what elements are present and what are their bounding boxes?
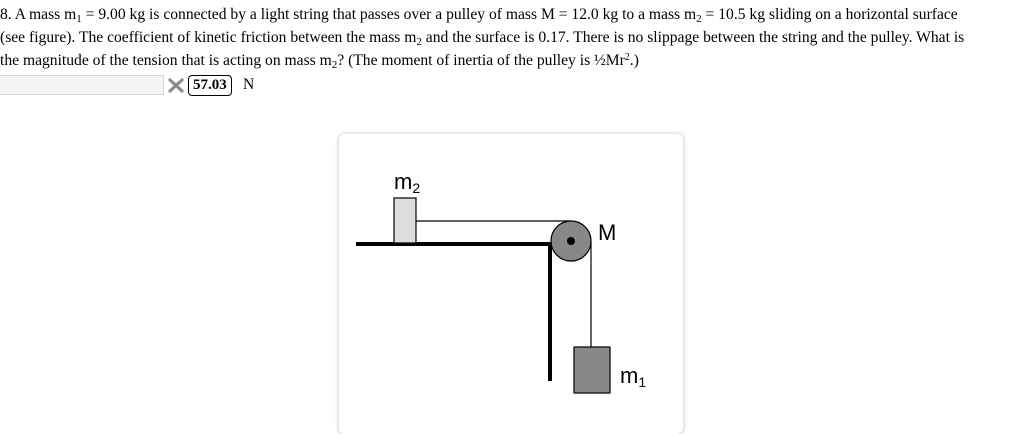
label-M: M bbox=[598, 220, 616, 245]
question-line-1: 8. A mass m1 = 9.00 kg is connected by a… bbox=[0, 6, 958, 25]
x-mark-icon bbox=[168, 76, 184, 94]
figure-card: m2 M m1 bbox=[339, 134, 683, 434]
answer-unit: N bbox=[243, 76, 255, 93]
question-line-3: the magnitude of the tension that is act… bbox=[0, 52, 639, 71]
question-line-2: (see figure). The coefficient of kinetic… bbox=[0, 29, 965, 48]
answer-input[interactable] bbox=[0, 75, 164, 95]
block-m2 bbox=[393, 197, 417, 244]
pulley-axle bbox=[567, 237, 575, 245]
pulley-diagram: m2 M m1 bbox=[356, 169, 646, 394]
question-text: 8. A mass m1 = 9.00 kg is connected by a… bbox=[0, 3, 1024, 72]
answer-row: 57.03 N bbox=[0, 74, 300, 98]
block-m1 bbox=[573, 346, 611, 394]
label-m1: m1 bbox=[620, 363, 646, 390]
question-number: 8 bbox=[0, 6, 8, 23]
correct-answer-box: 57.03 bbox=[188, 75, 232, 96]
label-m2: m2 bbox=[394, 169, 420, 196]
